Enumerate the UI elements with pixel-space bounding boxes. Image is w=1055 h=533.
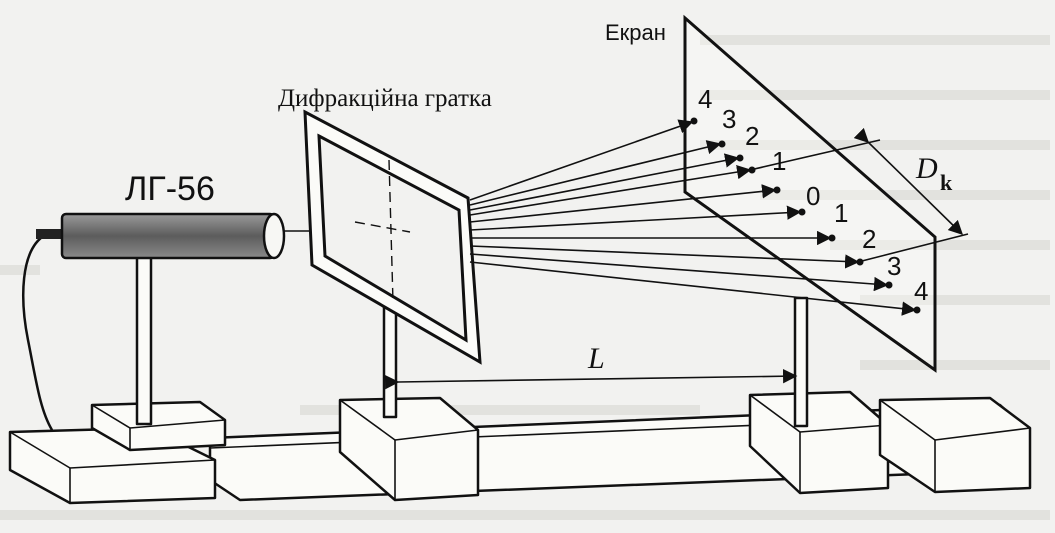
diffraction-spots: [690, 117, 921, 314]
laser-assembly: ЛГ-56: [22, 170, 286, 431]
order-label-up-1: 1: [772, 146, 786, 176]
dk-label: D: [915, 152, 938, 185]
order-label-down-3: 3: [887, 251, 901, 281]
screen-label: Екран: [605, 20, 666, 45]
cable-plug: [36, 229, 62, 239]
optical-bench: [8, 390, 1032, 505]
order-label-center: 0: [806, 181, 820, 211]
spot-up-4: [690, 117, 698, 125]
distance-dimension: L: [384, 342, 798, 390]
laser-aperture: [262, 212, 286, 260]
ray-order-down-5: [469, 261, 917, 316]
distance-label: L: [587, 342, 605, 375]
grating-window: [317, 133, 468, 343]
spot-down-1: [798, 208, 806, 216]
ray-order-up-4: [469, 119, 694, 201]
grating-post: [382, 303, 398, 419]
screen-post: [793, 296, 809, 428]
laser-post: [135, 250, 153, 426]
ray-order-up-1: [469, 164, 752, 216]
order-label-down-1: 1: [834, 198, 848, 228]
spot-center: [773, 186, 781, 194]
ray-order-down-4: [469, 253, 889, 292]
distance-arrow: [384, 368, 798, 390]
order-label-down-2: 2: [862, 224, 876, 254]
ray-order-down-1: [469, 205, 802, 231]
grating-axis-vertical: [388, 159, 394, 303]
order-label-up-3: 3: [722, 104, 736, 134]
spot-up-3: [718, 140, 726, 148]
grating-label: Дифракційна гратка: [278, 85, 492, 112]
ray-order-0: [469, 184, 777, 223]
order-label-up-4: 4: [698, 84, 712, 114]
dk-arrow: [853, 127, 964, 236]
dk-dimension: D k: [749, 127, 969, 263]
spot-down-2: [828, 234, 836, 242]
dk-subscript: k: [940, 170, 953, 195]
ray-order-up-2: [469, 153, 740, 211]
laser-body: [60, 212, 276, 260]
ray-order-down-3: [469, 245, 860, 269]
screen-assembly: Екран: [605, 14, 937, 428]
spot-down-4: [885, 281, 893, 289]
order-labels: 4 3 2 1 0 1 2 3 4: [698, 84, 928, 306]
spot-down-5: [913, 306, 921, 314]
ray-order-up-3: [469, 140, 722, 206]
diffracted-rays: [469, 119, 917, 316]
order-label-down-4: 4: [914, 276, 928, 306]
spot-up-2: [736, 154, 744, 162]
grating-axis-horizontal: [354, 221, 411, 233]
order-label-up-2: 2: [745, 121, 759, 151]
laser-label: ЛГ-56: [125, 170, 215, 208]
